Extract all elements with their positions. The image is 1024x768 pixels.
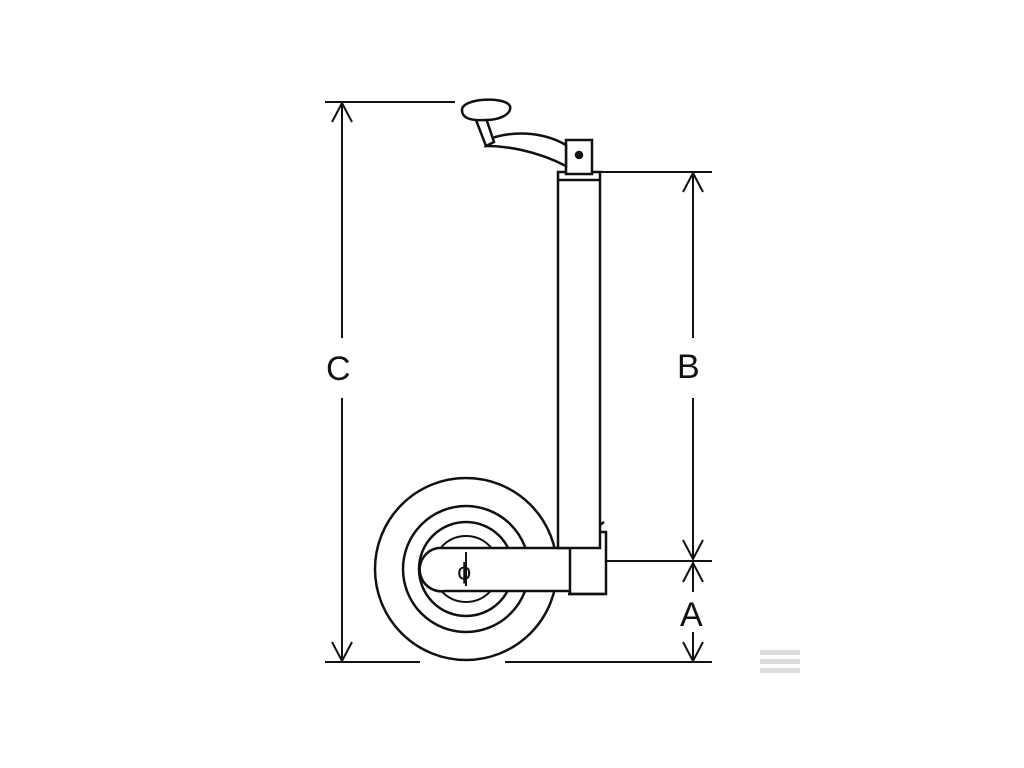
- dimension-a: [505, 560, 712, 664]
- dimension-b-label: B: [677, 348, 700, 386]
- dimension-c-label: C: [326, 350, 351, 388]
- watermark-bar-2: [760, 659, 800, 664]
- dimension-c: [325, 100, 455, 664]
- axle-symbol: ϕ: [457, 560, 472, 585]
- dimension-a-arrow-bottom: [682, 641, 704, 664]
- dimension-a-label: A: [680, 596, 703, 634]
- fork-bracket: [418, 546, 582, 593]
- jack-tube-body: [556, 170, 602, 550]
- crank-handle: [460, 98, 594, 176]
- dimension-b: [600, 170, 712, 562]
- jack-tube: [556, 170, 602, 550]
- dimension-a-arrow-top: [682, 560, 704, 583]
- dimension-c-arrow-bottom: [331, 641, 353, 664]
- crank-knob-stem: [474, 116, 496, 148]
- dimension-c-arrow-top: [331, 100, 353, 123]
- wheel-fork: [418, 521, 608, 596]
- crank-pivot: [574, 150, 584, 160]
- watermark-logo: [760, 650, 800, 673]
- crank-knob: [460, 98, 512, 122]
- watermark-bar-1: [760, 650, 800, 655]
- crank-arm: [483, 132, 568, 169]
- dimension-b-arrow-bottom: [682, 539, 704, 562]
- dimension-b-arrow-top: [682, 170, 704, 193]
- watermark-bar-3: [760, 668, 800, 673]
